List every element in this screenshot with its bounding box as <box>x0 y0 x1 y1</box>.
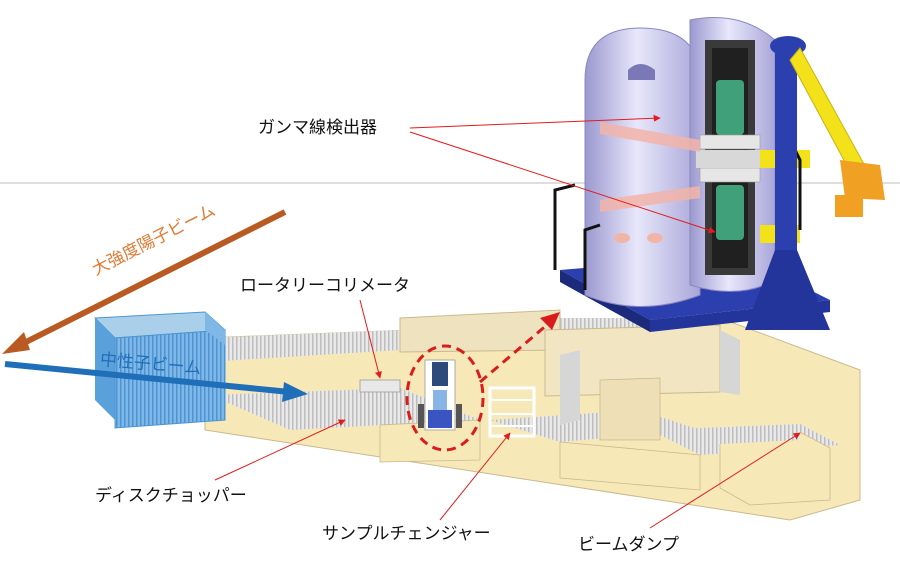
shielding-structure <box>204 309 861 521</box>
zoom-arrow-head <box>540 312 560 330</box>
zoom-arrow <box>479 316 556 384</box>
neutron-beam-arrow <box>4 361 308 402</box>
label-beam-dump: ビームダンプ <box>578 535 679 555</box>
pointer-lines <box>214 114 801 529</box>
label-rotary-collimator: ロータリーコリメータ <box>240 276 410 296</box>
detector-at-sample <box>418 359 462 431</box>
sample-highlight-circle <box>405 344 485 452</box>
sample-changer-frame <box>488 386 536 438</box>
gamma-detector-enlarged <box>553 17 885 332</box>
disk-chopper-block <box>93 311 227 429</box>
label-sample-changer: サンプルチェンジャー <box>322 524 491 544</box>
label-disk-chopper: ディスクチョッパー <box>95 486 247 506</box>
proton-beam-arrow <box>2 209 287 354</box>
label-gamma-detector: ガンマ線検出器 <box>258 118 377 138</box>
